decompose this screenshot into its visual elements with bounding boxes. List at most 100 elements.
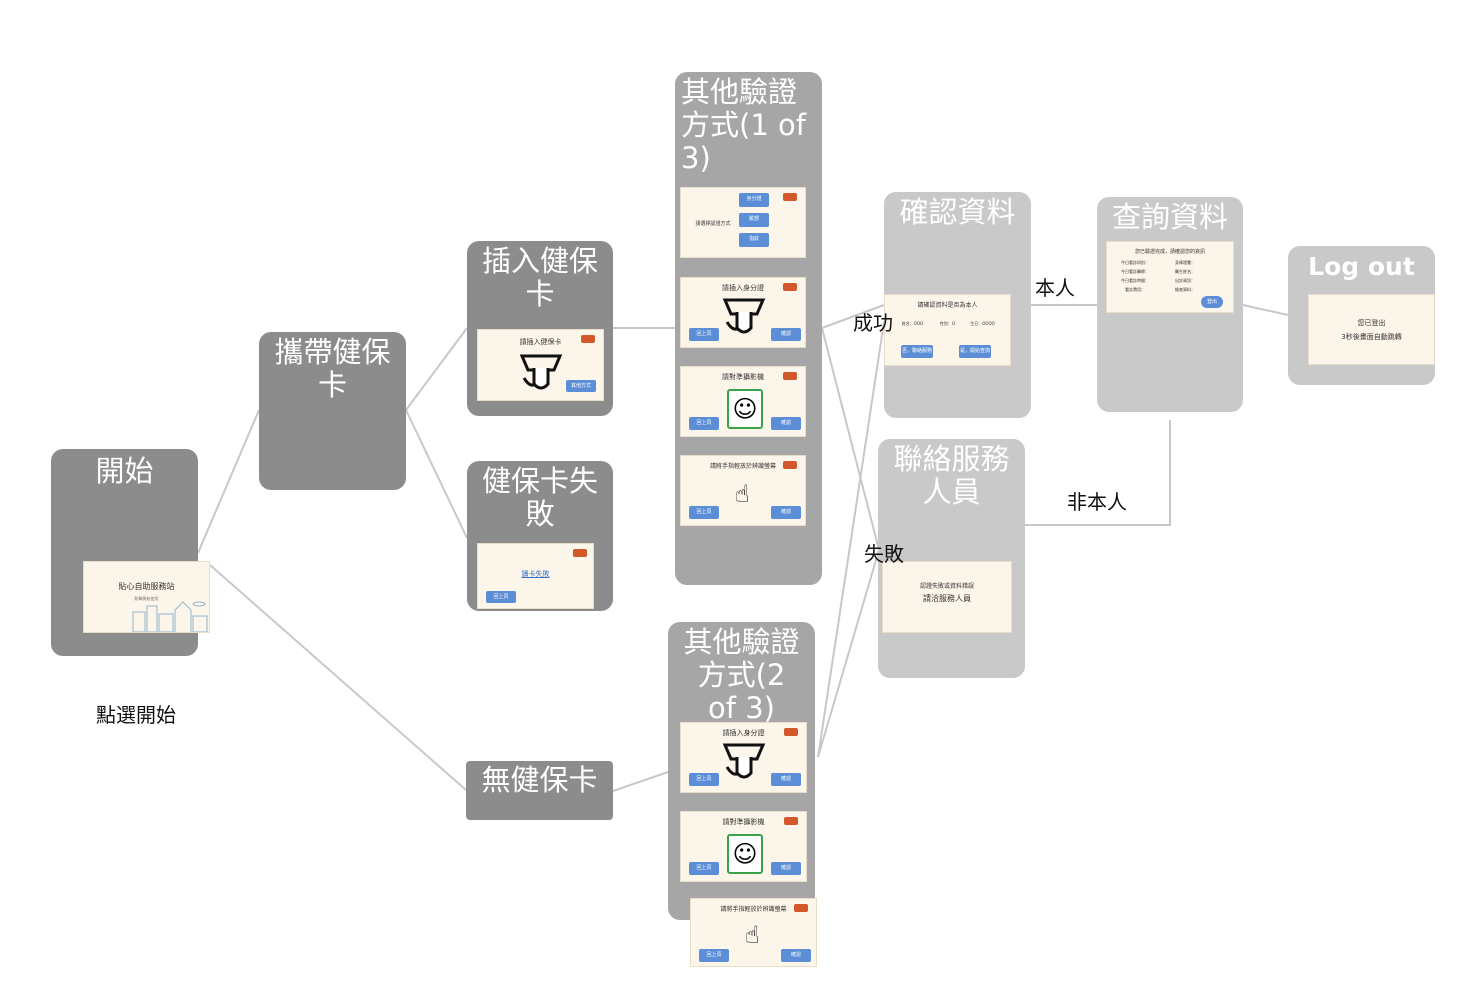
node-contact-service-title: 聯絡服務人員 (893, 442, 1010, 509)
choose-method-text: 請選擇認證方式 (695, 221, 731, 227)
choose-method-screen: 請選擇認證方式 身分證 臉部 指紋 (680, 187, 806, 258)
card-fail-screen-text: 讀卡失敗 (521, 570, 550, 578)
edge-carry-insert (405, 327, 468, 411)
edge-query-logout (1242, 304, 1289, 316)
edge-carry-fail (405, 409, 468, 539)
start-query-button: 是，開始查詢 (959, 345, 991, 358)
card-slot-icon (722, 743, 766, 779)
back-button: 回上頁 (689, 773, 719, 786)
back-button: 回上頁 (486, 591, 516, 603)
exit-button (783, 283, 797, 291)
row-2-label: 今日看診醫師： (1121, 269, 1149, 274)
node-carry-card: 攜帶健保卡 (259, 332, 406, 490)
finger-tap-icon: ☝ (735, 480, 750, 508)
insert-id-text-2: 請插入身分證 (722, 729, 765, 737)
edge-contact-query (1025, 420, 1171, 526)
node-logout-title: Log out (1308, 252, 1415, 281)
card-slot-icon (722, 298, 766, 334)
start-screen-subtitle: 點擊開始使用 (134, 596, 159, 601)
confirm-button: 確認 (771, 773, 801, 786)
contact-service-screen: 認證失敗或資料錯誤 請洽服務人員 (882, 561, 1012, 633)
insert-card-screen-text: 請插入健保卡 (519, 338, 562, 346)
edge-other2-confirm (817, 321, 885, 758)
query-heading: 您已驗證完成，請確認您的資訊 (1134, 249, 1205, 255)
query-data-screen: 您已驗證完成，請確認您的資訊 今日看診科別： 身障證書： 今日看診醫師： 醫生姓… (1106, 241, 1234, 313)
card-fail-screen-thumbnail: 讀卡失敗 回上頁 (477, 543, 594, 609)
finger-tap-icon: ☝ (745, 921, 760, 949)
townscape-illustration (132, 601, 208, 632)
edge-other2-contact (817, 549, 880, 758)
card-slot-icon (519, 354, 563, 390)
exit-button (794, 904, 808, 912)
exit-button (783, 461, 797, 469)
exit-button (783, 193, 797, 201)
field-gender: 性別：O (939, 321, 956, 326)
insert-card-screen-thumbnail: 請插入健保卡 其他方式 (477, 329, 604, 401)
face-scan-text: 請對準攝影機 (722, 373, 764, 381)
fingerprint-option: 指紋 (739, 233, 769, 247)
back-button: 回上頁 (689, 862, 719, 875)
back-button: 回上頁 (689, 328, 719, 341)
node-other-verify-2-title: 其他驗證方式(2 of 3) (683, 625, 800, 725)
edge-start-nocard (209, 564, 467, 791)
smiley-face-icon: ☺ (727, 834, 763, 874)
node-no-card-title: 無健保卡 (481, 763, 598, 797)
node-carry-card-title: 攜帶健保卡 (274, 335, 391, 402)
confirm-button: 確認 (771, 417, 801, 430)
start-screen-thumbnail: 貼心自助服務站 點擊開始使用 (83, 561, 210, 633)
contact-line-1: 認證失敗或資料錯誤 (919, 583, 974, 590)
row-3-label: 今日看診時間： (1121, 278, 1149, 283)
edge-start-carry (197, 409, 260, 554)
face-scan-screen: 請對準攝影機 ☺ 回上頁 確認 (680, 366, 806, 437)
node-contact-service: 聯絡服務人員 (878, 439, 1025, 678)
insert-id-screen: 請插入身分證 回上頁 確認 (680, 277, 806, 348)
row-4-label: 看診費用： (1125, 287, 1145, 292)
edge-other1-contact (821, 327, 880, 551)
node-confirm-data-title: 確認資料 (899, 195, 1016, 229)
exit-button (783, 372, 797, 380)
confirm-button: 確認 (771, 862, 801, 875)
contact-service-button: 否，聯絡服務 (901, 345, 933, 358)
node-other-verify-1-title: 其他驗證方式(1 of 3) (681, 75, 806, 175)
row-1-label: 今日看診科別： (1121, 260, 1149, 265)
fingerprint-text: 請將手指輕放於辨識螢幕 (709, 463, 776, 470)
fingerprint-screen: 請將手指輕放於辨識螢幕 ☝ 回上頁 確認 (680, 455, 806, 526)
back-button: 回上頁 (689, 417, 719, 430)
logout-line-2: 3秒後畫面自動跳轉 (1341, 333, 1402, 341)
back-button: 回上頁 (689, 506, 719, 519)
confirm-data-screen: 請確認資料是否為本人 姓名：OOO 性別：O 生日：OOOO 否，聯絡服務 是，… (884, 294, 1011, 366)
exit-button (573, 549, 587, 557)
row-3-value: 出診資訊： (1175, 278, 1195, 283)
face-scan-text-2: 請對準攝影機 (722, 818, 765, 826)
start-screen-title: 貼心自助服務站 (118, 582, 175, 591)
id-card-option: 身分證 (739, 193, 769, 207)
face-option: 臉部 (739, 213, 769, 227)
edge-label-self: 本人 (1035, 276, 1075, 300)
confirm-button: 確認 (771, 328, 801, 341)
confirm-button: 確認 (781, 949, 811, 962)
confirm-button: 確認 (771, 506, 801, 519)
node-start-title: 開始 (95, 454, 154, 488)
face-scan-screen-2: 請對準攝影機 ☺ 回上頁 確認 (680, 811, 807, 882)
edge-label-not-self: 非本人 (1067, 490, 1127, 514)
logout-line-1: 您已登出 (1357, 319, 1386, 327)
row-1-value: 身障證書： (1175, 260, 1195, 265)
node-insert-card-title: 插入健保卡 (481, 244, 598, 311)
edge-label-success: 成功 (853, 311, 893, 335)
start-caption: 點選開始 (96, 703, 176, 727)
row-4-value: 檢查資料： (1175, 287, 1195, 292)
node-no-card: 無健保卡 (466, 761, 613, 820)
node-card-fail-title: 健保卡失敗 (481, 464, 598, 531)
edge-label-fail: 失敗 (864, 542, 904, 566)
fingerprint-screen-2: 請將手指輕放於辨識螢幕 ☝ 回上頁 確認 (690, 898, 817, 967)
logout-screen: 您已登出 3秒後畫面自動跳轉 (1308, 294, 1435, 365)
other-method-button: 其他方式 (566, 380, 596, 392)
exit-button (784, 728, 798, 736)
node-query-data-title: 查詢資料 (1111, 200, 1228, 234)
fingerprint-text-2: 請將手指輕放於辨識螢幕 (720, 906, 787, 913)
edge-nocard-other2 (612, 771, 669, 792)
insert-id-text: 請插入身分證 (722, 284, 764, 292)
field-birthday: 生日：OOOO (970, 321, 995, 326)
contact-line-2: 請洽服務人員 (923, 594, 971, 603)
